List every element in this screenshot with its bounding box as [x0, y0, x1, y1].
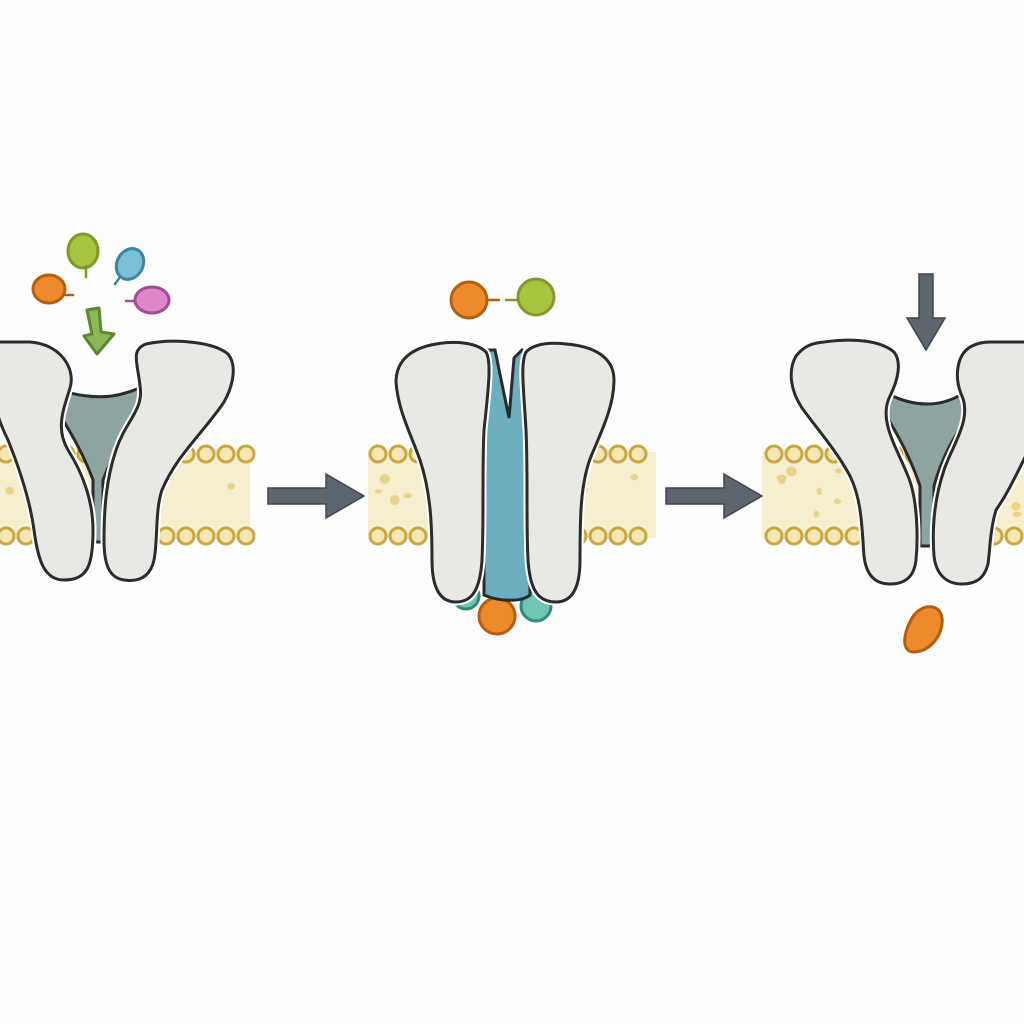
membrane-speck [630, 473, 639, 481]
membrane-speck [813, 510, 820, 518]
lipid-head [216, 444, 236, 464]
membrane-speck [379, 473, 390, 484]
ion-sky [113, 247, 146, 286]
channel-wall-left [787, 336, 921, 588]
lipid-head [368, 526, 388, 546]
right-arrow-icon [267, 472, 366, 520]
ion-orange [449, 280, 489, 320]
lipid-head [196, 444, 216, 464]
ligands-approaching [31, 232, 171, 356]
lipid-head [608, 526, 628, 546]
channel-wall-left [392, 338, 493, 606]
lipid-head [408, 526, 428, 546]
channel-wall-right [519, 339, 618, 606]
lipid-head [156, 526, 176, 546]
right-arrow-icon [665, 472, 764, 520]
lipid-head [236, 444, 256, 464]
ligand-arrow-icon [82, 306, 116, 356]
membrane-speck [403, 493, 413, 499]
lipid-head [628, 444, 648, 464]
lipid-head [588, 526, 608, 546]
lipid-head [1004, 526, 1024, 546]
lipid-head [764, 526, 784, 546]
lipid-head [608, 444, 628, 464]
membrane-speck [776, 474, 787, 481]
membrane-speck [227, 482, 235, 490]
membrane-speck [833, 498, 842, 504]
lipid-head [0, 526, 16, 546]
channel-closed-resting [0, 337, 237, 584]
lipid-head [824, 526, 844, 546]
membrane-speck [5, 486, 15, 495]
ion-lime [66, 232, 100, 279]
lipid-head [784, 526, 804, 546]
down-arrow-icon [905, 273, 947, 352]
membrane-speck [374, 489, 383, 494]
ion-lime [516, 277, 556, 317]
lipid-head [764, 444, 784, 464]
open-pore [482, 348, 532, 602]
channel-wall-right [100, 337, 237, 584]
channel-open [392, 338, 618, 636]
ion-orange [31, 273, 75, 305]
ion-pink [124, 285, 171, 315]
membrane-speck [389, 495, 400, 506]
lipid-head [388, 526, 408, 546]
channel-wall-right [929, 338, 1024, 588]
lipid-head [368, 444, 388, 464]
channel-wall-left [0, 338, 97, 584]
ion-orange-released [903, 605, 944, 654]
channel-closed-after [787, 336, 1024, 588]
lipid-head [784, 444, 804, 464]
membrane-speck [1012, 511, 1022, 517]
lipid-head [804, 526, 824, 546]
lipid-head [176, 526, 196, 546]
lipid-head [804, 444, 824, 464]
lipid-head [628, 526, 648, 546]
lipid-head [216, 526, 236, 546]
lipid-head [236, 526, 256, 546]
membrane-speck [835, 468, 842, 474]
membrane-speck [786, 466, 797, 477]
lipid-head [196, 526, 216, 546]
membrane-speck [1011, 502, 1021, 511]
lipid-head [388, 444, 408, 464]
ligand-pair [449, 277, 556, 320]
membrane-speck [816, 487, 823, 496]
